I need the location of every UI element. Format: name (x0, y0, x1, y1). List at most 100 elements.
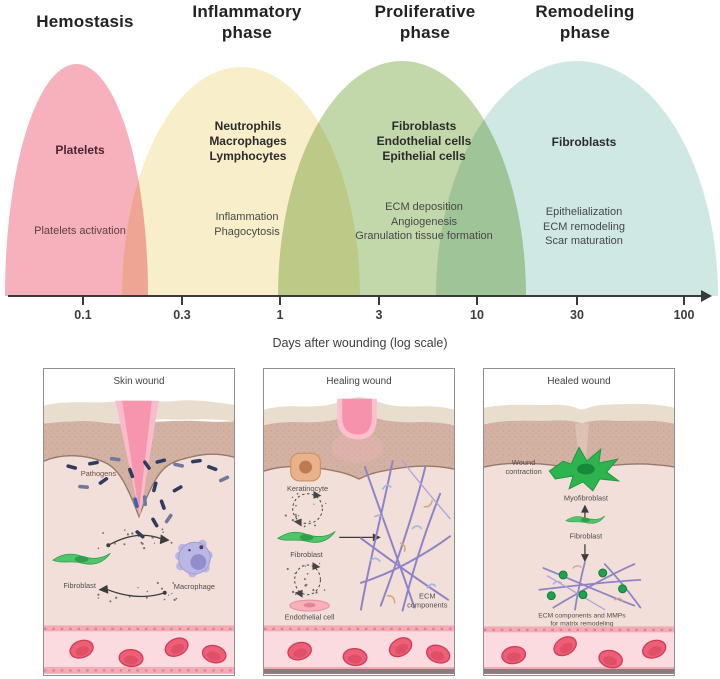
fibroblast-label: Fibroblast (290, 550, 323, 559)
pathogens-label: Pathogens (81, 469, 117, 478)
phase-title-line2: phase (221, 23, 273, 42)
wound-plug-inner (342, 398, 372, 435)
fibroblast-cell (52, 552, 111, 565)
inflammatory-cells: Neutrophils Macrophages Lymphocytes (178, 119, 318, 164)
ecm-mmp-label-line2: for matrix remodeling (550, 620, 613, 627)
remodeling-processes: Epithelialization ECM remodeling Scar ma… (519, 205, 649, 249)
migration-arrow-upper (106, 534, 170, 548)
axis-tick (683, 297, 685, 305)
ecm-components-label-line2: components (407, 601, 448, 610)
cell-label: Fibroblasts (551, 135, 617, 149)
pathogen-rods (66, 456, 230, 539)
process-label: Phagocytosis (214, 225, 280, 238)
phase-header-hemostasis: Hemostasis (0, 11, 170, 32)
hemostasis-processes: Platelets activation (5, 224, 155, 239)
phase-header-proliferative: Proliferative phase (340, 1, 510, 43)
chemotaxis-speckles (97, 528, 173, 550)
axis-arrowhead-icon (701, 290, 712, 302)
process-label: Scar maturation (545, 235, 623, 247)
myofibroblast-label: Myofibroblast (564, 494, 608, 503)
axis-tick-label: 0.3 (173, 308, 191, 322)
axis-tick (279, 297, 281, 305)
fibroblast-cell (277, 531, 336, 543)
red-blood-cells (287, 637, 451, 667)
panel-title: Skin wound (113, 376, 164, 387)
process-label: Granulation tissue formation (355, 230, 493, 242)
axis-caption: Days after wounding (log scale) (272, 336, 448, 350)
axis-tick-label: 30 (570, 308, 584, 322)
wound-glow (331, 431, 383, 464)
mmp-dots (546, 568, 627, 601)
cycle-arrow-lower (294, 562, 321, 598)
axis-tick (378, 297, 380, 305)
endothelial-cell-label: Endothelial cell (285, 612, 335, 621)
migration-arrow-lower (98, 584, 167, 598)
inflammatory-processes: Inflammation Phagocytosis (177, 210, 317, 239)
process-label: ECM deposition (385, 201, 463, 213)
axis-tick (82, 297, 84, 305)
fibroblast-label: Fibroblast (570, 531, 603, 540)
cell-label: Epithelial cells (382, 149, 466, 163)
ecm-fibers (359, 460, 452, 612)
phase-header-inflammatory: Inflammatory phase (162, 1, 332, 43)
axis-tick-label: 10 (470, 308, 484, 322)
healed-wound-illustration: Wound contraction Myofibroblast Fibrobla… (484, 376, 674, 674)
blood-vessel (264, 625, 454, 674)
red-blood-cells (501, 636, 667, 669)
panel-healed-wound: Wound contraction Myofibroblast Fibrobla… (483, 368, 675, 676)
cell-label: Platelets (55, 143, 105, 157)
cell-label: Lymphocytes (209, 149, 287, 163)
cycle-speckles (286, 562, 326, 596)
hemostasis-cells: Platelets (20, 143, 140, 158)
fibroblast-label: Fibroblast (63, 581, 96, 590)
macrophage-cell (175, 539, 213, 578)
wound-contraction-label-line2: contraction (505, 467, 541, 476)
axis-tick-label: 1 (276, 308, 284, 322)
panel-healing-wound: Keratinocyte Fibroblast (263, 368, 455, 676)
keratinocyte-cell (290, 452, 321, 482)
secretion-arrow-down (580, 544, 589, 563)
fibroblast-cell (565, 515, 606, 524)
phase-title: Hemostasis (36, 12, 134, 31)
process-label: Platelets activation (34, 225, 126, 237)
process-label: Angiogenesis (390, 215, 458, 228)
phase-header-remodeling: Remodeling phase (500, 1, 670, 43)
process-label: Epithelialization (545, 206, 623, 218)
cell-label: Neutrophils (214, 119, 282, 133)
dermis-boundary (44, 453, 234, 519)
panel-title: Healing wound (326, 376, 391, 387)
healing-wound-illustration: Keratinocyte Fibroblast (264, 376, 454, 674)
phase-title-line2: phase (559, 23, 611, 42)
panel-title: Healed wound (547, 376, 610, 387)
ecm-mmp-label: ECM components and MMPs (538, 612, 626, 619)
wound-contraction-label: Wound (512, 458, 535, 467)
process-label: ECM remodeling (543, 220, 625, 233)
remodeling-cells: Fibroblasts (514, 135, 654, 150)
phase-title: Remodeling (535, 2, 635, 21)
timeline-axis (8, 295, 702, 297)
phase-title-line2: phase (399, 23, 451, 42)
cell-label: Fibroblasts (391, 119, 457, 133)
cell-label: Macrophages (209, 134, 287, 148)
ecm-components-label: ECM (419, 592, 435, 601)
macrophage-label: Macrophage (174, 582, 215, 591)
endothelial-cell-shape (289, 599, 330, 612)
myofibroblast-cell (548, 446, 621, 492)
axis-tick (181, 297, 183, 305)
blood-vessel (484, 626, 674, 674)
axis-tick (576, 297, 578, 305)
panel-skin-wound: Pathogens Fibroblast (43, 368, 235, 676)
axis-tick-label: 3 (375, 308, 383, 322)
cell-label: Endothelial cells (376, 134, 472, 148)
proliferative-processes: ECM deposition Angiogenesis Granulation … (329, 200, 519, 244)
axis-tick-label: 100 (673, 308, 695, 322)
blood-vessel (44, 625, 234, 674)
process-label: Inflammation (215, 211, 279, 223)
axis-tick (476, 297, 478, 305)
axis-tick-label: 0.1 (74, 308, 92, 322)
skin-wound-illustration: Pathogens Fibroblast (44, 376, 234, 674)
chemotaxis-speckles (97, 581, 178, 603)
phase-title: Proliferative (374, 2, 476, 21)
red-blood-cells (69, 637, 227, 668)
